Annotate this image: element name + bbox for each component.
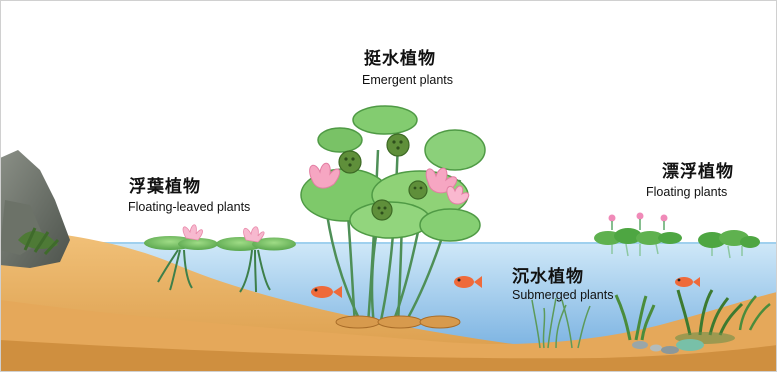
hyacinth-flower bbox=[609, 215, 616, 222]
submerged-label-en: Submerged plants bbox=[512, 288, 613, 302]
floating-leaved-label-en: Floating-leaved plants bbox=[128, 200, 250, 214]
lotus-pod bbox=[339, 151, 361, 173]
lily-flower-1 bbox=[183, 225, 202, 240]
floating-leaved-label-zh: 浮葉植物 bbox=[129, 172, 201, 197]
lotus-leaf bbox=[420, 209, 480, 241]
hyacinth-flower bbox=[661, 215, 668, 222]
submerged-label-zh: 沉水植物 bbox=[512, 262, 584, 287]
rock bbox=[0, 150, 70, 268]
lotus-pod bbox=[409, 181, 427, 199]
floating-label-zh: 漂浮植物 bbox=[662, 157, 734, 182]
lotus-leaf bbox=[425, 130, 485, 170]
lotus-leaf bbox=[318, 128, 362, 152]
root-mounds bbox=[336, 316, 460, 328]
lotus-leaf bbox=[353, 106, 417, 134]
floating-label-en: Floating plants bbox=[646, 185, 727, 199]
lotus-pod bbox=[372, 200, 392, 220]
lotus-pod bbox=[387, 134, 409, 156]
emergent-label-zh: 挺水植物 bbox=[364, 44, 436, 69]
emergent-label-en: Emergent plants bbox=[362, 73, 453, 87]
hyacinth-flower bbox=[637, 213, 644, 220]
